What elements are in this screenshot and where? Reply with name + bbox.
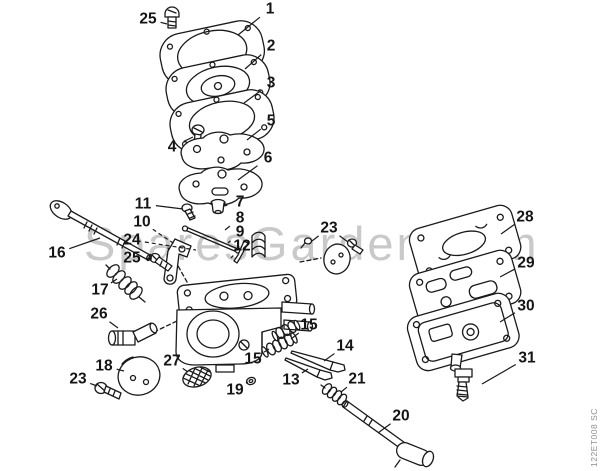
part-6-gasket-drawing xyxy=(178,166,263,206)
part-25-screw-drawing xyxy=(164,6,180,29)
part-callout-16: 16 xyxy=(48,244,66,262)
part-callout-30: 30 xyxy=(517,297,535,315)
part-11-screw-drawing xyxy=(181,203,196,221)
part-callout-24: 24 xyxy=(123,231,141,249)
part-8-spring-drawing xyxy=(251,231,266,258)
part-13-needle-drawing xyxy=(284,357,333,381)
part-24-pin-drawing xyxy=(181,225,242,254)
part-callout-26: 26 xyxy=(90,305,108,323)
part-callout-21: 21 xyxy=(348,370,366,388)
part-20-shaft-drawing xyxy=(341,400,435,468)
part-callout-8: 8 xyxy=(235,209,245,227)
part-callout-18: 18 xyxy=(95,357,113,375)
part-callout-2: 2 xyxy=(266,37,276,55)
part-30-pump-cover-drawing xyxy=(406,292,520,372)
part-callout-14: 14 xyxy=(336,337,354,355)
part-callout-20: 20 xyxy=(392,407,410,425)
part-16-shaft-drawing xyxy=(49,200,153,262)
part-callout-13: 13 xyxy=(282,371,300,389)
part-callout-1: 1 xyxy=(265,0,275,18)
part-callout-31: 31 xyxy=(518,349,536,367)
part-callout-19: 19 xyxy=(226,381,244,399)
part-callout-27: 27 xyxy=(163,352,181,370)
part-callout-23: 23 xyxy=(320,219,338,237)
part-callout-28: 28 xyxy=(516,208,534,226)
part-25-screw-lower-drawing xyxy=(149,252,173,272)
part-callout-15: 15 xyxy=(244,350,262,368)
part-19-nut-drawing xyxy=(245,376,257,386)
part-27-screen-drawing xyxy=(180,364,214,390)
part-14-needle-drawing xyxy=(290,350,346,373)
part-9-needle-drawing xyxy=(233,240,249,264)
part-callout-25: 25 xyxy=(123,249,141,267)
part-callout-15: 15 xyxy=(300,316,318,334)
part-callout-10: 10 xyxy=(133,213,151,231)
part-callout-23: 23 xyxy=(69,370,87,388)
part-callout-12: 12 xyxy=(233,237,251,255)
part-callout-11: 11 xyxy=(134,195,152,213)
part-26-elbow-drawing xyxy=(107,322,158,346)
part-callout-6: 6 xyxy=(263,149,273,167)
part-callout-25: 25 xyxy=(139,10,157,28)
part-callout-17: 17 xyxy=(91,281,109,299)
part-7-valve-drawing xyxy=(210,198,226,215)
part-23-swivel-drawing xyxy=(300,237,364,275)
part-21-spring-drawing xyxy=(320,383,348,406)
part-31-screw-drawing xyxy=(454,368,473,402)
document-code: 122ET008 SC xyxy=(589,408,599,467)
part-callout-5: 5 xyxy=(266,112,276,130)
callout-leader-lines xyxy=(69,16,517,434)
part-callout-29: 29 xyxy=(517,254,535,272)
part-10-lever-drawing xyxy=(163,238,192,285)
part-callout-3: 3 xyxy=(266,74,276,92)
part-callout-4: 4 xyxy=(167,138,177,156)
part-18-disc-drawing xyxy=(117,356,161,396)
part-12-carburetor-body-drawing xyxy=(175,273,316,373)
part-17-spring-drawing xyxy=(105,264,146,303)
part-callout-9: 9 xyxy=(235,223,245,241)
part-23-screw-left-drawing xyxy=(94,381,122,400)
part-callout-7: 7 xyxy=(235,193,245,211)
